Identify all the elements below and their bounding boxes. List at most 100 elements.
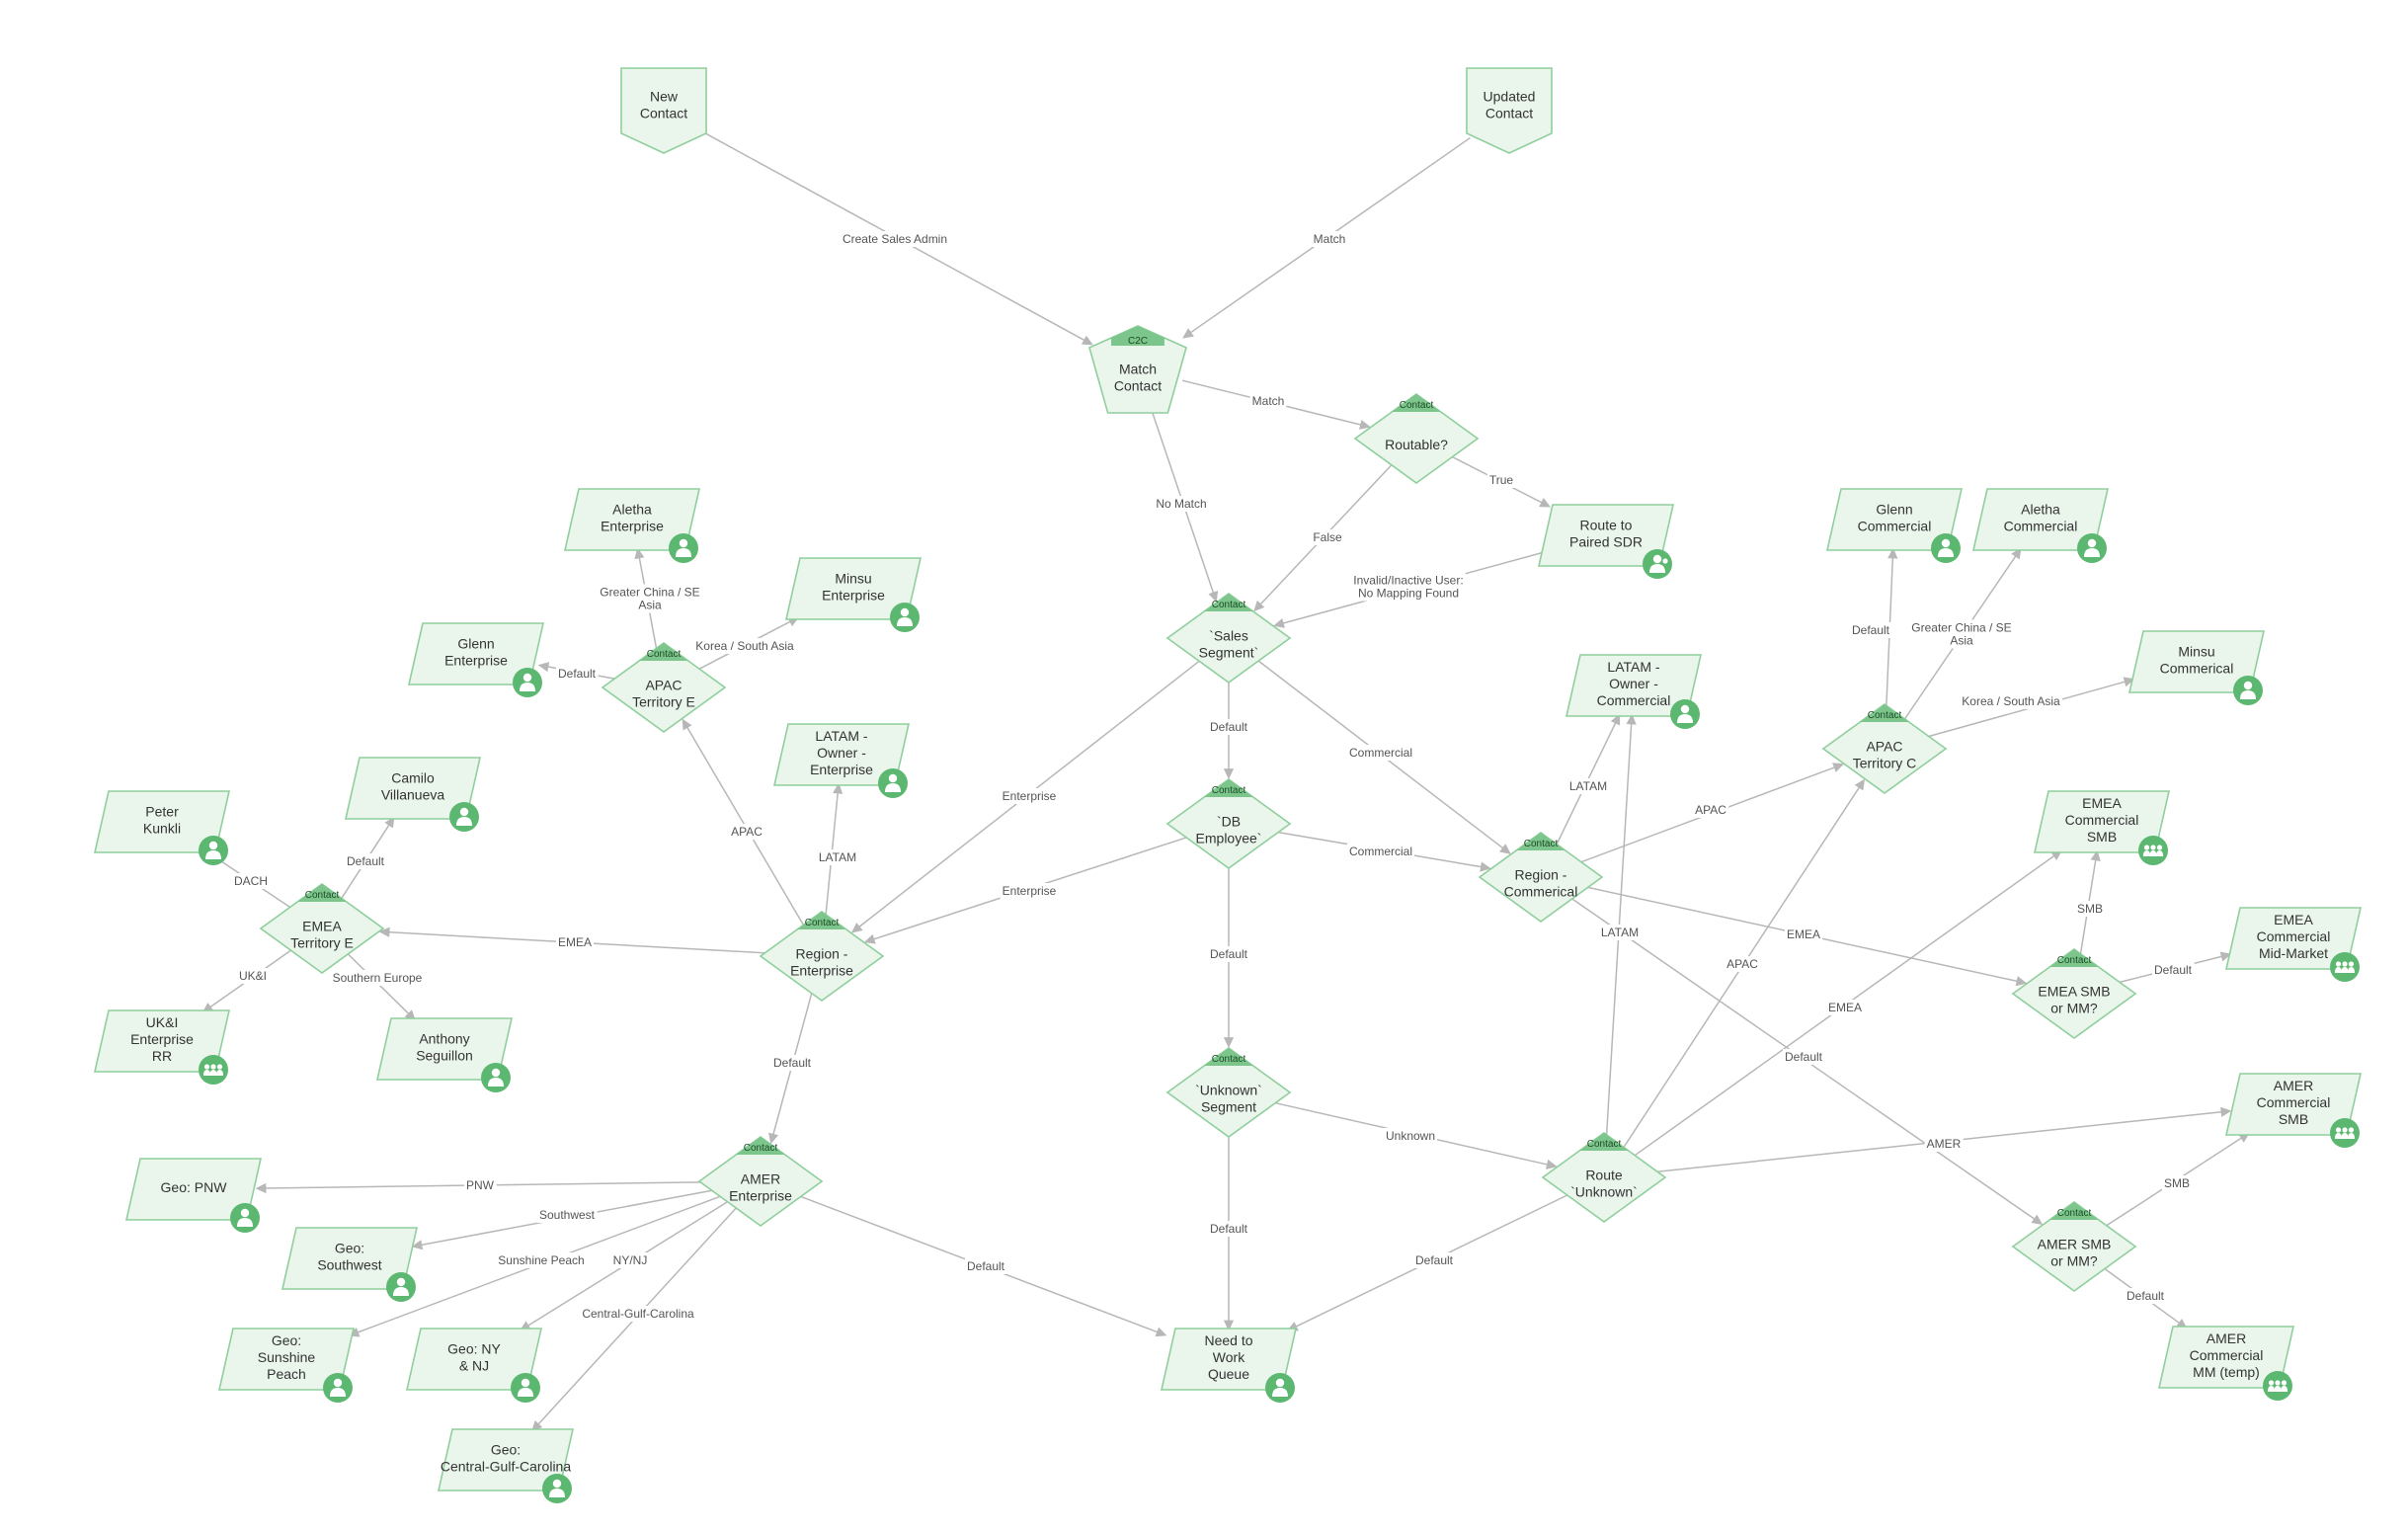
- node-label: Enterprise: [729, 1188, 792, 1204]
- user-check-icon: [878, 768, 908, 798]
- node-geo-southwest[interactable]: Geo:Southwest: [281, 1227, 419, 1302]
- edge-label-text: LATAM: [1569, 779, 1607, 793]
- edge-label-background: [1207, 1221, 1250, 1237]
- edge-label: Default: [964, 1258, 1007, 1274]
- edge-label-text: APAC: [1695, 803, 1726, 817]
- edge-label-text: Invalid/Inactive User:: [1353, 574, 1463, 588]
- object-type-badge: [1579, 1133, 1629, 1151]
- edge-label-text: Default: [558, 667, 597, 681]
- edge-label-text: Default: [1210, 1222, 1248, 1236]
- match-pentagon: [1088, 325, 1187, 414]
- object-type-badge: [736, 1137, 785, 1155]
- arrowhead: [850, 922, 863, 933]
- node-label: Sunshine: [258, 1349, 316, 1365]
- node-label: Mid-Market: [2259, 945, 2328, 961]
- edge-label: APAC: [1693, 802, 1729, 818]
- edge-label: Default: [2151, 962, 2195, 978]
- arrowhead: [1832, 763, 1845, 772]
- arrowhead: [1499, 844, 1511, 854]
- nodes-layer: NewContactUpdatedContactC2CMatchContactC…: [93, 67, 2363, 1503]
- node-label: LATAM -: [1607, 659, 1659, 675]
- decision-diamond: [1353, 393, 1480, 484]
- node-label: Geo: NY: [447, 1341, 501, 1357]
- user-check-icon: [230, 1203, 260, 1233]
- object-type-label: Contact: [1212, 600, 1246, 610]
- node-label: Peach: [267, 1366, 306, 1382]
- node-geo-ny-nj[interactable]: Geo: NY& NJ: [405, 1328, 543, 1403]
- edge-label-background: [816, 849, 859, 865]
- edge-label-text: LATAM: [819, 850, 856, 864]
- edge-label-background: [231, 873, 271, 889]
- node-label: EMEA: [302, 919, 342, 934]
- edge-label: Unknown: [1383, 1128, 1438, 1144]
- edge-label-background: [1486, 472, 1516, 488]
- object-type-label: Contact: [2057, 955, 2092, 966]
- edge-label-background: [1207, 946, 1250, 962]
- node-label: Region -: [1515, 867, 1567, 883]
- edge-label-text: Match: [1314, 232, 1346, 246]
- object-type-badge: [2049, 1202, 2099, 1220]
- edge-label-text: EMEA: [558, 935, 592, 949]
- edge-label-text: Default: [1785, 1050, 1823, 1064]
- node-label: Geo:: [335, 1241, 364, 1256]
- edge-label: EMEA: [1784, 927, 1823, 942]
- node-label: Glenn: [1876, 502, 1912, 518]
- node-label: SMB: [2087, 829, 2117, 845]
- node-geo-pnw[interactable]: Geo: PNW: [124, 1158, 263, 1233]
- edge-label-background: [840, 231, 950, 247]
- edge-label: Default: [1849, 622, 1892, 638]
- node-label: Peter: [145, 804, 179, 820]
- edge-label-text: Commercial: [1349, 845, 1412, 858]
- object-type-badge: [1111, 326, 1164, 346]
- edge-label-text: Southwest: [539, 1208, 596, 1222]
- edge-label-background: [1825, 1000, 1865, 1015]
- node-geo-central-gulf-carolina[interactable]: Geo:Central-Gulf-Carolina: [437, 1428, 575, 1503]
- node-label: MM (temp): [2193, 1364, 2260, 1380]
- edge-label-text: Asia: [638, 599, 662, 612]
- node-label: Route: [1585, 1168, 1623, 1183]
- edge-label: APAC: [729, 824, 765, 840]
- object-type-badge: [1204, 1048, 1253, 1066]
- edge-label: Invalid/Inactive User:No Mapping Found: [1351, 572, 1466, 602]
- node-latam-owner-enterprise[interactable]: LATAM -Owner -Enterprise: [772, 723, 911, 798]
- edge-label: EMEA: [1825, 1000, 1865, 1015]
- node-latam-owner-commercial[interactable]: LATAM -Owner -Commercial: [1565, 654, 1703, 729]
- decision-diamond: [2011, 948, 2137, 1039]
- node-unknown-segment[interactable]: Contact`Unknown`Segment: [1165, 1047, 1292, 1138]
- edge-label-text: Sunshine Peach: [498, 1253, 584, 1267]
- decision-diamond: [1165, 778, 1292, 869]
